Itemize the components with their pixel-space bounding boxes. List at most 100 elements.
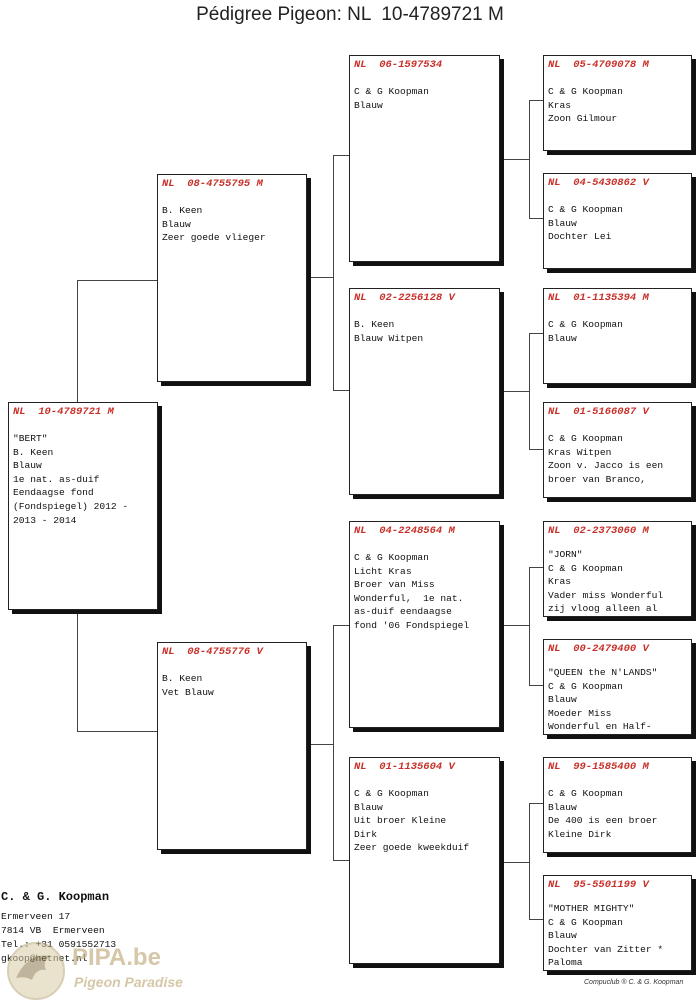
pigeon-logo-icon: [7, 942, 65, 1000]
detail-line: Vet Blauw: [162, 686, 214, 698]
subject-card: NL 10-4789721 M "BERT" B. Keen Blauw 1e …: [8, 402, 158, 610]
detail-line: 1e nat. as-duif: [13, 473, 100, 485]
ring-number: NL 08-4755795 M: [162, 178, 263, 190]
watermark-tagline: Pigeon Paradise: [74, 974, 183, 990]
ring-number: NL 01-1135604 V: [354, 761, 455, 773]
detail-line: Paloma: [548, 957, 583, 969]
grandmother-paternal-card: NL 02-2256128 V B. Keen Blauw Witpen: [349, 288, 500, 495]
ring-number: NL 00-2479400 V: [548, 643, 649, 655]
owner-city: 7814 VB Ermerveen: [1, 925, 105, 936]
detail-line: Eendaagse fond: [13, 487, 94, 499]
pigeon-details: C & G Koopman Licht Kras Broer van Miss …: [354, 551, 495, 633]
detail-line: Vader miss Wonderful: [548, 589, 664, 601]
pigeon-details: B. Keen Vet Blauw: [162, 672, 302, 699]
father-card: NL 08-4755795 M B. Keen Blauw Zeer goede…: [157, 174, 307, 382]
detail-line: C & G Koopman: [548, 86, 623, 97]
detail-line: Blauw Witpen: [354, 332, 424, 344]
detail-line: Blauw: [354, 801, 383, 813]
detail-line: Zeer goede vlieger: [162, 232, 266, 244]
detail-line: C & G Koopman: [354, 86, 429, 97]
detail-line: C & G Koopman: [548, 204, 623, 215]
owner-name: C. & G. Koopman: [1, 890, 110, 904]
great-grandparent-card-3: NL 01-1135394 M C & G Koopman Blauw: [543, 288, 692, 384]
pigeon-details: B. Keen Blauw Witpen: [354, 318, 495, 345]
software-credit: Compuclub ® C. & G. Koopman: [584, 979, 684, 986]
detail-line: C & G Koopman: [548, 319, 623, 330]
detail-line: Zoon Gilmour: [548, 113, 618, 125]
detail-line: Wonderful, 1e nat.: [354, 592, 464, 604]
detail-line: (Fondspiegel) 2012 -: [13, 500, 129, 512]
ring-number: NL 02-2373060 M: [548, 525, 649, 537]
ring-number: NL 04-2248564 M: [354, 525, 455, 537]
detail-line: C & G Koopman: [548, 916, 623, 928]
detail-line: Kras: [548, 576, 572, 588]
detail-line: Wonderful en Half-: [548, 721, 652, 733]
great-grandparent-card-6: NL 00-2479400 V "QUEEN the N'LANDS" C & …: [543, 639, 692, 735]
detail-line: B. Keen: [162, 673, 203, 684]
detail-line: C & G Koopman: [548, 562, 623, 574]
pigeon-details: "JORN" C & G Koopman Kras Vader miss Won…: [548, 548, 687, 616]
detail-line: Kras: [548, 99, 572, 111]
pigeon-details: "QUEEN the N'LANDS" C & G Koopman Blauw …: [548, 666, 687, 734]
detail-line: Zoon v. Jacco is een: [548, 460, 664, 472]
owner-address: Ermerveen 17: [1, 911, 71, 922]
detail-line: "MOTHER MIGHTY": [548, 903, 635, 914]
great-grandparent-card-2: NL 04-5430862 V C & G Koopman Blauw Doch…: [543, 173, 692, 269]
detail-line: as-duif eendaagse: [354, 606, 452, 618]
detail-line: "QUEEN the N'LANDS": [548, 667, 658, 678]
detail-line: Dochter van Zitter *: [548, 943, 664, 955]
grandmother-maternal-card: NL 01-1135604 V C & G Koopman Blauw Uit …: [349, 757, 500, 964]
detail-line: B. Keen: [162, 205, 203, 216]
ring-number: NL 05-4709078 M: [548, 59, 649, 71]
detail-line: Blauw: [13, 460, 42, 472]
pigeon-details: C & G Koopman Blauw Dochter Lei: [548, 203, 687, 244]
pigeon-details: C & G Koopman Blauw: [354, 85, 495, 112]
great-grandparent-card-1: NL 05-4709078 M C & G Koopman Kras Zoon …: [543, 55, 692, 151]
great-grandparent-card-4: NL 01-5166087 V C & G Koopman Kras Witpe…: [543, 402, 692, 498]
pigeon-details: B. Keen Blauw Zeer goede vlieger: [162, 204, 302, 245]
detail-line: C & G Koopman: [548, 433, 623, 444]
pigeon-details: C & G Koopman Blauw Uit broer Kleine Dir…: [354, 787, 495, 855]
detail-line: Blauw: [548, 217, 577, 229]
detail-line: Zeer goede kweekduif: [354, 842, 470, 854]
ring-number: NL 08-4755776 V: [162, 646, 263, 658]
detail-line: Uit broer Kleine: [354, 815, 447, 827]
detail-line: Blauw: [548, 801, 577, 813]
pigeon-details: C & G Koopman Blauw: [548, 318, 687, 345]
detail-line: Blauw: [162, 218, 191, 230]
ring-number: NL 10-4789721 M: [13, 406, 114, 418]
detail-line: B. Keen: [13, 446, 54, 458]
detail-line: "BERT": [13, 433, 48, 444]
pigeon-details: C & G Koopman Blauw De 400 is een broer …: [548, 787, 687, 841]
detail-line: Blauw: [548, 930, 577, 942]
great-grandparent-card-7: NL 99-1585400 M C & G Koopman Blauw De 4…: [543, 757, 692, 853]
detail-line: C & G Koopman: [354, 552, 429, 563]
watermark-brand: PIPA.be: [72, 944, 161, 971]
detail-line: C & G Koopman: [548, 680, 623, 692]
pigeon-details: C & G Koopman Kras Witpen Zoon v. Jacco …: [548, 432, 687, 486]
detail-line: 2013 - 2014: [13, 514, 77, 526]
ring-number: NL 01-5166087 V: [548, 406, 649, 418]
detail-line: B. Keen: [354, 319, 395, 330]
detail-line: Blauw: [548, 332, 577, 344]
detail-line: Blauw: [354, 99, 383, 111]
ring-number: NL 04-5430862 V: [548, 177, 649, 189]
detail-line: broer van Branco,: [548, 473, 646, 485]
ring-number: NL 01-1135394 M: [548, 292, 649, 304]
detail-line: Broer van Miss: [354, 579, 435, 591]
page-title: Pédigree Pigeon: NL 10-4789721 M: [196, 4, 504, 25]
pigeon-details: "MOTHER MIGHTY" C & G Koopman Blauw Doch…: [548, 902, 687, 970]
detail-line: Blauw: [548, 694, 577, 706]
grandfather-maternal-card: NL 04-2248564 M C & G Koopman Licht Kras…: [349, 521, 500, 728]
detail-line: Moeder Miss: [548, 707, 612, 719]
great-grandparent-card-5: NL 02-2373060 M "JORN" C & G Koopman Kra…: [543, 521, 692, 617]
detail-line: Licht Kras: [354, 565, 412, 577]
grandfather-paternal-card: NL 06-1597534 C & G Koopman Blauw: [349, 55, 500, 262]
mother-card: NL 08-4755776 V B. Keen Vet Blauw: [157, 642, 307, 850]
detail-line: "JORN": [548, 549, 583, 560]
detail-line: C & G Koopman: [354, 788, 429, 799]
ring-number: NL 95-5501199 V: [548, 879, 649, 891]
detail-line: Dochter Lei: [548, 231, 612, 243]
pigeon-details: "BERT" B. Keen Blauw 1e nat. as-duif Een…: [13, 432, 153, 527]
pigeon-details: C & G Koopman Kras Zoon Gilmour: [548, 85, 687, 126]
